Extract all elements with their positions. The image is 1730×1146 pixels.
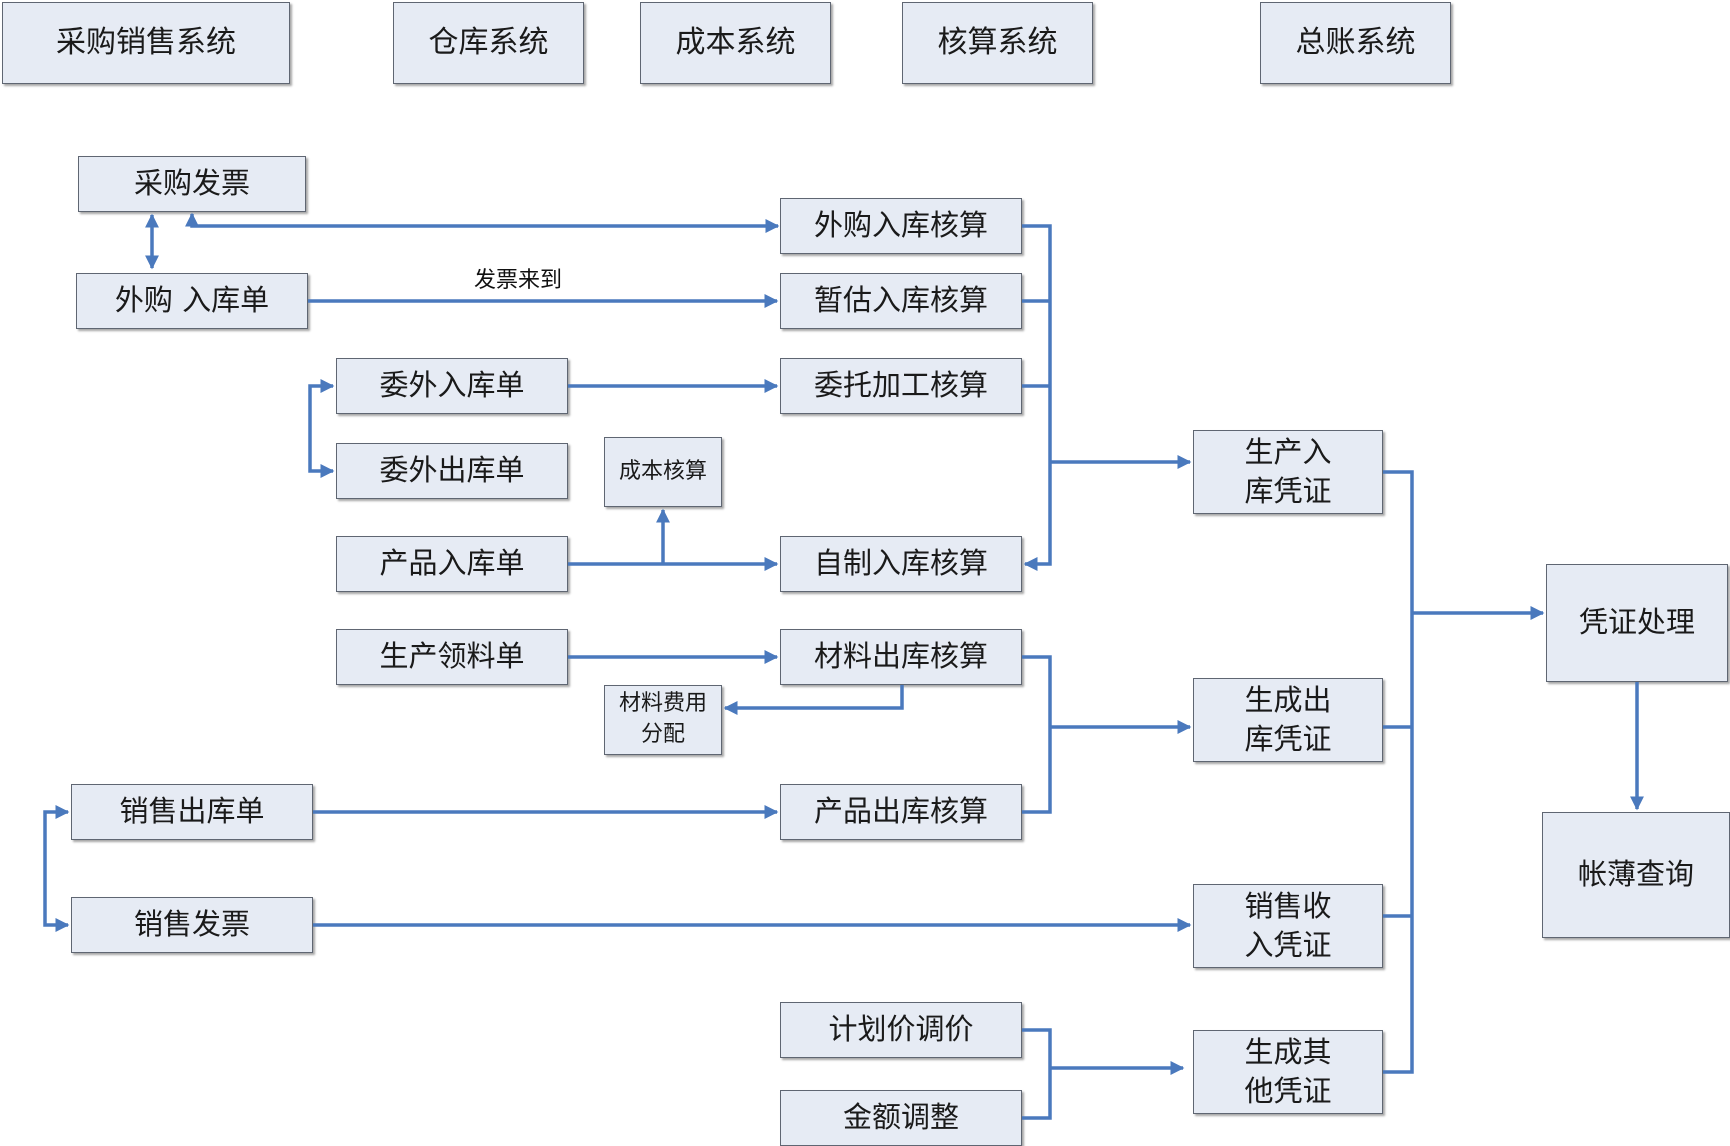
system-warehouse: 仓库系统 [393,2,584,84]
system-cost: 成本系统 [640,2,831,84]
outsource-receipt-box: 委外入库单 [336,358,568,414]
generate-out-voucher-line1: 生成出 [1244,682,1332,717]
system-purchase-sales: 采购销售系统 [2,2,290,84]
product-out-calc-box: 产品出库核算 [780,784,1022,840]
cost-calc-box: 成本核算 [604,437,722,507]
sales-bracket-link [43,805,70,932]
production-material-requisition-box: 生产领料单 [336,629,568,685]
amount-adjust-box: 金额调整 [780,1090,1022,1146]
voucher-bus [1383,470,1414,1074]
book-query-box: 帐薄查询 [1542,812,1730,938]
outsource-bracket-link [308,379,335,478]
production-in-voucher-line1: 生产入 [1244,434,1332,469]
material-cost-allocation-line2: 分配 [640,722,685,747]
calc-group-top-bus [1022,224,1052,571]
generate-out-voucher-line2: 库凭证 [1244,722,1332,756]
production-in-voucher-box: 生产入 库凭证 [1193,430,1383,514]
system-accounting: 核算系统 [902,2,1093,84]
generate-other-voucher-line2: 他凭证 [1244,1074,1332,1108]
material-calc-to-allocation-link [723,685,904,715]
plan-price-adjust-box: 计划价调价 [780,1002,1022,1058]
adjust-bus [1022,1028,1052,1120]
invoice-arrived-label: 发票来到 [474,268,563,293]
material-calc-bus [1022,655,1052,814]
self-made-in-calc-box: 自制入库核算 [780,536,1022,592]
material-out-calc-box: 材料出库核算 [780,629,1022,685]
sales-income-voucher-line1: 销售收 [1244,888,1332,923]
material-cost-allocation-line1: 材料费用 [618,691,707,717]
voucher-processing-box: 凭证处理 [1546,564,1728,682]
generate-other-voucher-line1: 生成其 [1244,1034,1332,1069]
temp-in-calc-box: 暂估入库核算 [780,273,1022,329]
material-cost-allocation-box: 材料费用 分配 [604,685,722,755]
sales-invoice-box: 销售发票 [71,897,313,953]
generate-other-voucher-box: 生成其 他凭证 [1193,1030,1383,1114]
sales-income-voucher-line2: 入凭证 [1244,928,1332,962]
purchase-receipt-box: 外购 入库单 [76,273,308,329]
purchase-in-to-invoice-link [185,212,780,233]
outsource-issue-box: 委外出库单 [336,443,568,499]
product-receipt-box: 产品入库单 [336,536,568,592]
production-in-voucher-line2: 库凭证 [1244,474,1332,508]
purchase-in-calc-box: 外购入库核算 [780,198,1022,254]
sales-income-voucher-box: 销售收 入凭证 [1193,884,1383,968]
consign-process-calc-box: 委托加工核算 [780,358,1022,414]
purchase-invoice-box: 采购发票 [78,156,306,212]
generate-out-voucher-box: 生成出 库凭证 [1193,678,1383,762]
sales-issue-box: 销售出库单 [71,784,313,840]
system-ledger: 总账系统 [1260,2,1451,84]
